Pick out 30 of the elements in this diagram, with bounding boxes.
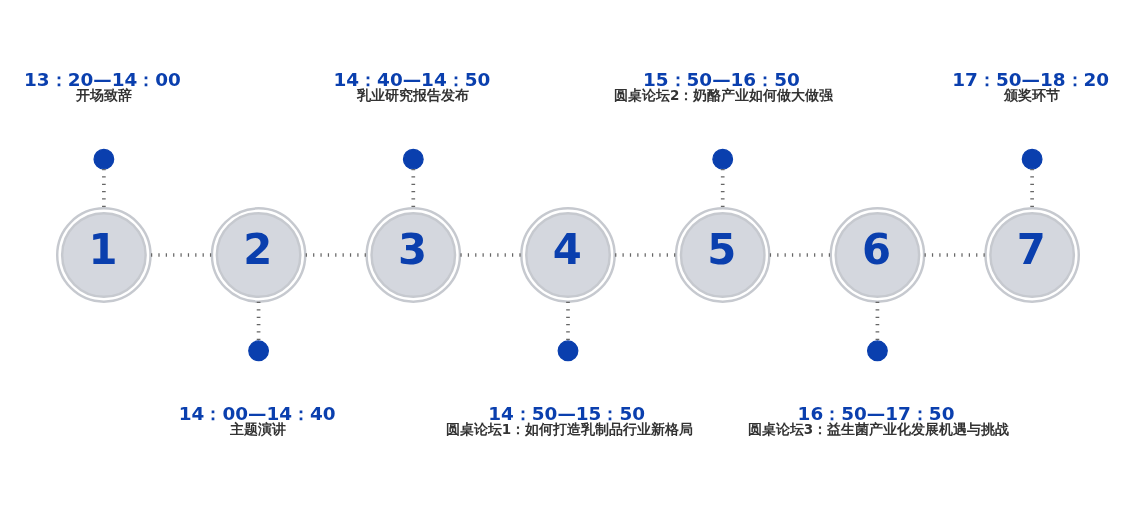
node-circle xyxy=(557,340,579,362)
node-circle: 4 xyxy=(520,207,616,303)
node-label: 颁奖环节 xyxy=(1003,87,1060,104)
node-circle: 2 xyxy=(210,207,307,303)
node-circle xyxy=(248,340,270,362)
connector xyxy=(720,169,725,209)
connector xyxy=(102,169,106,209)
connector xyxy=(924,253,986,257)
node-circle xyxy=(1021,148,1043,170)
connector xyxy=(460,253,521,257)
node-label: 主题演讲 xyxy=(230,421,287,438)
node-label: 圆桌论坛2：奶酪产业如何做大做强 xyxy=(614,87,834,104)
node-circle: 7 xyxy=(984,207,1080,303)
node-circle: 1 xyxy=(56,207,152,303)
node-circle xyxy=(866,340,888,362)
node-label: 圆桌论坛1：如何打造乳制品行业新格局 xyxy=(445,421,694,438)
node-circle: 6 xyxy=(829,207,926,303)
node-circle xyxy=(712,148,734,170)
connector xyxy=(256,301,261,341)
connector xyxy=(1030,169,1034,209)
node-label: 开场致辞 xyxy=(75,87,132,104)
node-circle: 5 xyxy=(674,207,771,303)
connector xyxy=(411,169,416,209)
connector xyxy=(566,301,570,341)
node-label: 乳业研究报告发布 xyxy=(357,87,470,104)
node-circle: 3 xyxy=(365,207,462,303)
node-circle xyxy=(93,148,115,170)
node-label: 圆桌论坛3：益生菌产业化发展机遇与挑战 xyxy=(747,421,1010,438)
connector xyxy=(875,301,880,341)
node-circle xyxy=(402,148,424,170)
